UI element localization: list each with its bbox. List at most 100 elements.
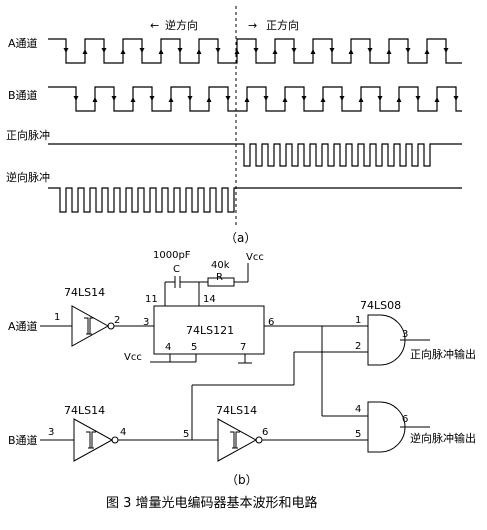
edge-arrow: [82, 49, 88, 54]
pin-and-2: 2: [355, 341, 361, 352]
edge-arrow: [101, 48, 107, 53]
inverter1-symbol: [71, 305, 115, 347]
reverse-pulse-waveform: [48, 187, 462, 213]
inverter2-label: 74LS14: [64, 404, 105, 417]
edge-arrow: [424, 49, 430, 54]
edge-arrow: [168, 97, 174, 102]
edge-arrow: [92, 97, 98, 102]
figure-title: 图 3 增量光电编码器基本波形和电路: [106, 495, 318, 511]
edge-arrow: [358, 97, 364, 102]
forward-pulse-label: 正向脉冲: [6, 128, 50, 142]
edge-arrow: [196, 49, 202, 54]
inverter2-symbol: [73, 418, 119, 462]
output-reverse-label: 逆向脉冲输出: [410, 431, 476, 445]
pin-and-3: 3: [402, 329, 408, 340]
timing-resistor: [199, 263, 249, 287]
edge-arrow: [396, 97, 402, 102]
edge-arrow: [453, 96, 459, 101]
edge-arrow: [253, 48, 259, 53]
edge-arrow: [139, 48, 145, 53]
a-channel-label: A通道: [8, 36, 38, 50]
vcc-top-label: Vcc: [246, 252, 264, 263]
edge-arrow: [234, 49, 240, 54]
pin-inv1-in: 1: [54, 312, 60, 323]
pin-and-5: 5: [355, 429, 361, 440]
pin-mono-4: 4: [165, 342, 171, 353]
pin-mono-3: 3: [143, 317, 149, 328]
edge-arrow: [377, 96, 383, 101]
pin-mono-6: 6: [268, 317, 274, 328]
edge-arrow: [73, 96, 79, 101]
pin-inv2-in: 3: [48, 427, 54, 438]
forward-pulse-waveform: [48, 143, 462, 167]
edge-arrow: [244, 97, 250, 102]
pin-inv2-out: 4: [120, 427, 126, 438]
edge-arrow: [225, 96, 231, 101]
caption-b: （b）: [226, 473, 258, 487]
pin-inv3-out: 6: [262, 427, 268, 438]
edge-arrow: [130, 97, 136, 102]
cap-value-label: 1000pF: [153, 250, 191, 261]
pin-mono-5: 5: [191, 342, 197, 353]
vcc-bottom-label: Vcc: [124, 352, 142, 363]
input-b-label: B通道: [8, 433, 38, 447]
pin-mono-14: 14: [203, 294, 216, 305]
caption-a: （a）: [225, 231, 256, 245]
a-channel-edge-arrows: [63, 48, 449, 54]
edge-arrow: [443, 48, 449, 53]
edge-arrow: [339, 96, 345, 101]
direction-reverse-arrow: ←: [150, 19, 159, 32]
edge-arrow: [120, 49, 126, 54]
inverter3-label: 74LS14: [216, 404, 257, 417]
edge-arrow: [215, 48, 221, 53]
edge-arrow: [301, 96, 307, 101]
edge-arrow: [405, 48, 411, 53]
inverter1-label: 74LS14: [64, 286, 105, 299]
inverter3-symbol: [217, 418, 263, 462]
edge-arrow: [415, 96, 421, 101]
pin-and-1: 1: [355, 315, 361, 326]
and-gate-reverse: [367, 401, 406, 453]
reverse-pulse-label: 逆向脉冲: [6, 170, 50, 184]
output-forward-label: 正向脉冲输出: [410, 347, 476, 361]
input-a-label: A通道: [8, 319, 38, 333]
direction-forward-label: 正方向: [266, 18, 299, 32]
pin-mono-7: 7: [240, 342, 246, 353]
edge-arrow: [111, 96, 117, 101]
direction-reverse-label: 逆方向: [165, 18, 198, 32]
edge-arrow: [206, 97, 212, 102]
pin-inv3-in: 5: [183, 429, 189, 440]
edge-arrow: [320, 97, 326, 102]
monostable-label: 74LS121: [186, 324, 234, 337]
edge-arrow: [367, 48, 373, 53]
edge-arrow: [282, 97, 288, 102]
edge-arrow: [386, 49, 392, 54]
edge-arrow: [158, 49, 164, 54]
edge-arrow: [348, 49, 354, 54]
pin-mono-11: 11: [145, 294, 158, 305]
b-channel-edge-arrows: [73, 96, 459, 102]
cap-name-label: C: [173, 264, 180, 275]
pin-inv1-out: 2: [114, 315, 120, 326]
edge-arrow: [63, 48, 69, 53]
edge-arrow: [263, 96, 269, 101]
direction-forward-arrow: →: [248, 19, 257, 32]
pin-and-6: 6: [402, 414, 408, 425]
edge-arrow: [329, 48, 335, 53]
and-gate-label: 74LS08: [360, 299, 401, 312]
edge-arrow: [177, 48, 183, 53]
res-value-label: 40k: [211, 260, 230, 271]
circuit-panel: 1000pF C 40k R Vcc 74LS121 11 14 3 6 4 5…: [8, 250, 476, 487]
and-gate-forward: [367, 314, 406, 366]
edge-arrow: [291, 48, 297, 53]
circuit-wires: [40, 325, 430, 441]
timing-capacitor: [164, 276, 200, 306]
monostable-power-ground: [150, 354, 252, 364]
edge-arrow: [310, 49, 316, 54]
b-channel-label: B通道: [8, 88, 38, 102]
monostable-74ls121: [153, 305, 265, 355]
edge-arrow: [149, 96, 155, 101]
edge-arrow: [272, 49, 278, 54]
